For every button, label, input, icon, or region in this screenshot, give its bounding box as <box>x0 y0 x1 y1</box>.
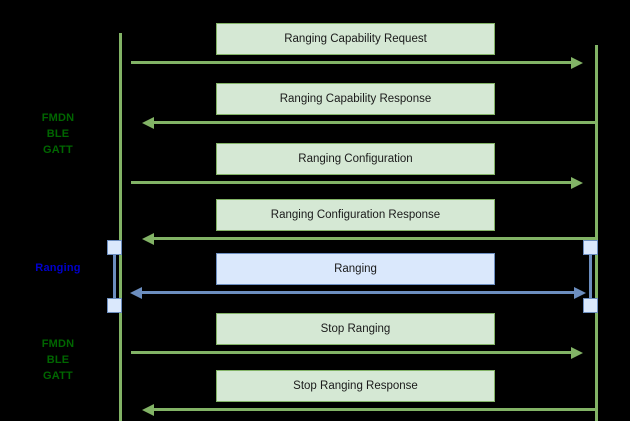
message-box-ranging-configuration-response: Ranging Configuration Response <box>216 199 495 231</box>
message-box-stop-ranging: Stop Ranging <box>216 313 495 345</box>
left-lifeline <box>119 33 122 421</box>
message-arrow-line-3 <box>131 181 573 184</box>
message-arrow-head-3 <box>571 176 583 189</box>
message-arrow-head-5-right <box>574 286 586 299</box>
activation-node-right-start <box>583 240 598 255</box>
message-arrow-head-1 <box>571 56 583 69</box>
message-box-ranging-capability-request: Ranging Capability Request <box>216 23 495 55</box>
message-arrow-line-6 <box>131 351 573 354</box>
message-arrow-line-2 <box>154 121 596 124</box>
activation-bar-right <box>589 247 592 313</box>
message-arrow-line-7 <box>154 408 596 411</box>
message-arrow-head-2 <box>142 116 154 129</box>
message-box-ranging-configuration: Ranging Configuration <box>216 143 495 175</box>
message-arrow-line-1 <box>131 61 573 64</box>
message-box-ranging: Ranging <box>216 253 495 285</box>
message-arrow-line-4 <box>154 237 596 240</box>
message-arrow-head-7 <box>142 403 154 416</box>
right-lifeline <box>595 45 598 421</box>
activation-bar-left <box>113 247 116 313</box>
activation-node-right-end <box>583 298 598 313</box>
phase-label-ranging: Ranging <box>35 262 81 274</box>
message-box-ranging-capability-response: Ranging Capability Response <box>216 83 495 115</box>
activation-node-left-end <box>107 298 122 313</box>
message-arrow-head-6 <box>571 346 583 359</box>
phase-label-fmdn-ble-gatt-top: FMDN BLE GATT <box>41 112 75 156</box>
message-arrow-line-5 <box>142 291 576 294</box>
message-arrow-head-4 <box>142 232 154 245</box>
phase-label-fmdn-ble-gatt-bottom: FMDN BLE GATT <box>41 338 75 382</box>
message-box-stop-ranging-response: Stop Ranging Response <box>216 370 495 402</box>
message-arrow-head-5-left <box>130 286 142 299</box>
activation-node-left-start <box>107 240 122 255</box>
